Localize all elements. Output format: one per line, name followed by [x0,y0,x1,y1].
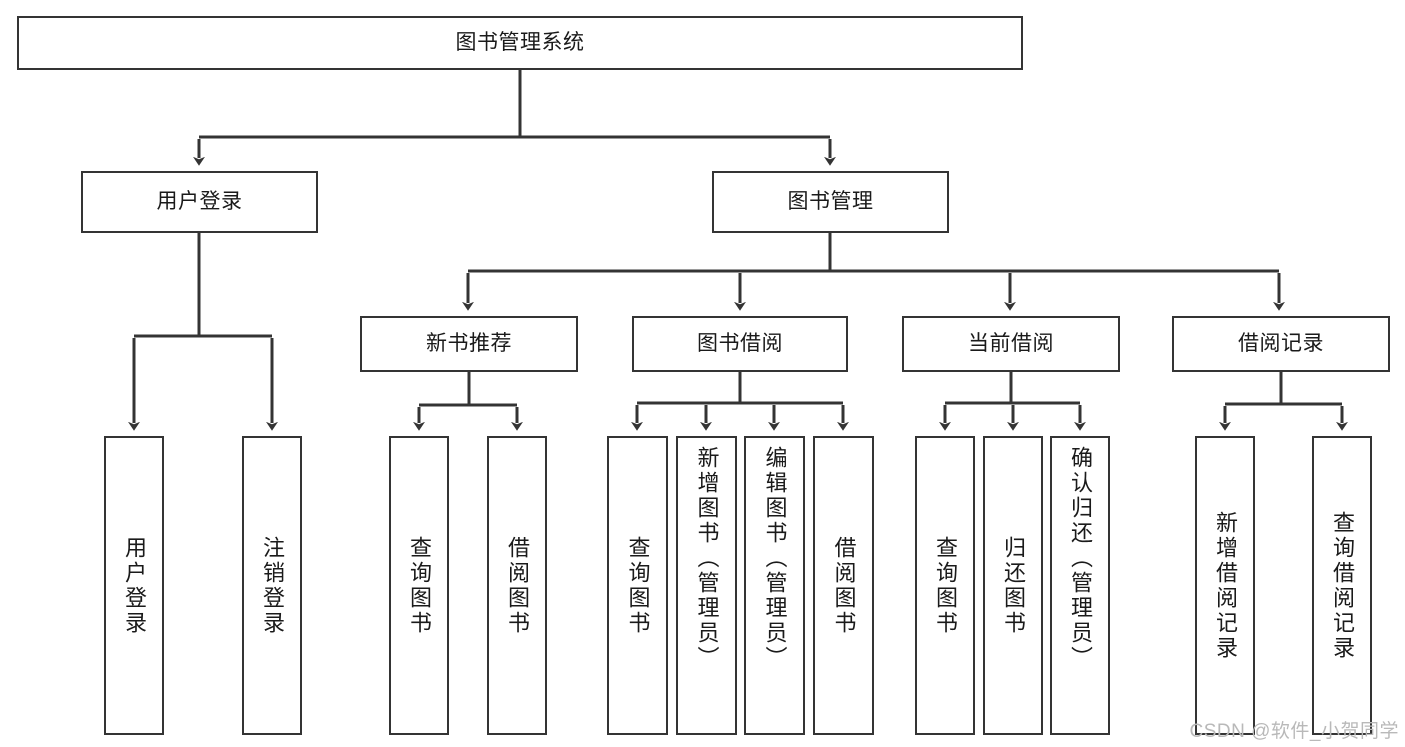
leaf-add-book-admin[interactable]: 新增图书（管理员） [676,436,737,735]
leaf-logout-label: 注销登录 [260,535,285,636]
leaf-borrow-book-recommend[interactable]: 借阅图书 [487,436,547,735]
node-book-management[interactable]: 图书管理 [712,171,949,233]
node-book-borrow-label: 图书借阅 [697,332,783,356]
watermark: CSDN @软件_小贺同学 [1189,721,1399,742]
leaf-query-book-recommend[interactable]: 查询图书 [389,436,449,735]
leaf-query-borrow-record-label: 查询借阅记录 [1330,510,1355,661]
node-current-borrow[interactable]: 当前借阅 [902,316,1120,372]
leaf-confirm-return-admin-label: 确认归还（管理员） [1068,446,1093,671]
node-user-login-label: 用户登录 [156,190,243,214]
leaf-return-book-label: 归还图书 [1001,535,1026,636]
leaf-add-book-admin-label: 新增图书（管理员） [694,446,720,671]
leaf-query-book-label: 查询图书 [625,535,651,636]
leaf-query-book-recommend-label: 查询图书 [407,535,432,636]
node-root[interactable]: 图书管理系统 [17,16,1023,70]
leaf-borrow-book-label: 借阅图书 [831,535,857,636]
node-book-borrow[interactable]: 图书借阅 [632,316,848,372]
node-borrow-record-label: 借阅记录 [1238,332,1324,356]
leaf-edit-book-admin-label: 编辑图书（管理员） [762,446,788,671]
node-current-borrow-label: 当前借阅 [968,332,1054,356]
leaf-borrow-book-recommend-label: 借阅图书 [505,535,530,636]
leaf-logout[interactable]: 注销登录 [242,436,302,735]
node-user-login[interactable]: 用户登录 [81,171,318,233]
node-borrow-record[interactable]: 借阅记录 [1172,316,1390,372]
leaf-user-login-label: 用户登录 [122,535,147,636]
node-new-book-recommend[interactable]: 新书推荐 [360,316,578,372]
leaf-add-borrow-record-label: 新增借阅记录 [1213,510,1238,661]
node-book-management-label: 图书管理 [787,190,874,214]
leaf-edit-book-admin[interactable]: 编辑图书（管理员） [744,436,805,735]
leaf-borrow-book[interactable]: 借阅图书 [813,436,874,735]
leaf-query-borrow-record[interactable]: 查询借阅记录 [1312,436,1372,735]
node-root-label: 图书管理系统 [455,31,585,55]
leaf-query-book-current[interactable]: 查询图书 [915,436,975,735]
node-new-book-recommend-label: 新书推荐 [426,332,512,356]
leaf-add-borrow-record[interactable]: 新增借阅记录 [1195,436,1255,735]
leaf-query-book-current-label: 查询图书 [933,535,958,636]
leaf-confirm-return-admin[interactable]: 确认归还（管理员） [1050,436,1110,735]
leaf-user-login[interactable]: 用户登录 [104,436,164,735]
leaf-return-book[interactable]: 归还图书 [983,436,1043,735]
leaf-query-book[interactable]: 查询图书 [607,436,668,735]
